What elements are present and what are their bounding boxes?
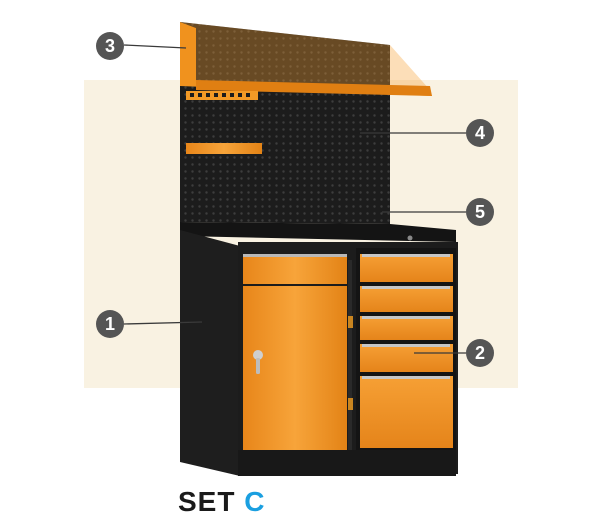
drawer-5 [360,376,453,448]
set-label: SET [178,486,236,517]
cabinet-door [243,254,353,472]
callout-2: 2 [466,339,494,367]
cabinet-body [180,230,240,476]
drawer-2 [360,286,453,312]
callout-5: 5 [466,198,494,226]
drawer-4 [360,344,453,372]
worktop [180,222,456,242]
drawer-3 [360,316,453,340]
callout-1: 1 [96,310,124,338]
callout-3: 3 [96,32,124,60]
callout-4: 4 [466,119,494,147]
door-lock-icon [253,350,263,374]
cabinet-base [238,450,456,476]
set-letter: C [244,486,266,517]
drawer-1 [360,254,453,282]
small-shelf [186,143,262,154]
pegboard-panel [180,22,390,224]
leader-lines [123,44,466,354]
tool-holder-strip [186,91,258,100]
set-title: SET C [178,486,265,518]
